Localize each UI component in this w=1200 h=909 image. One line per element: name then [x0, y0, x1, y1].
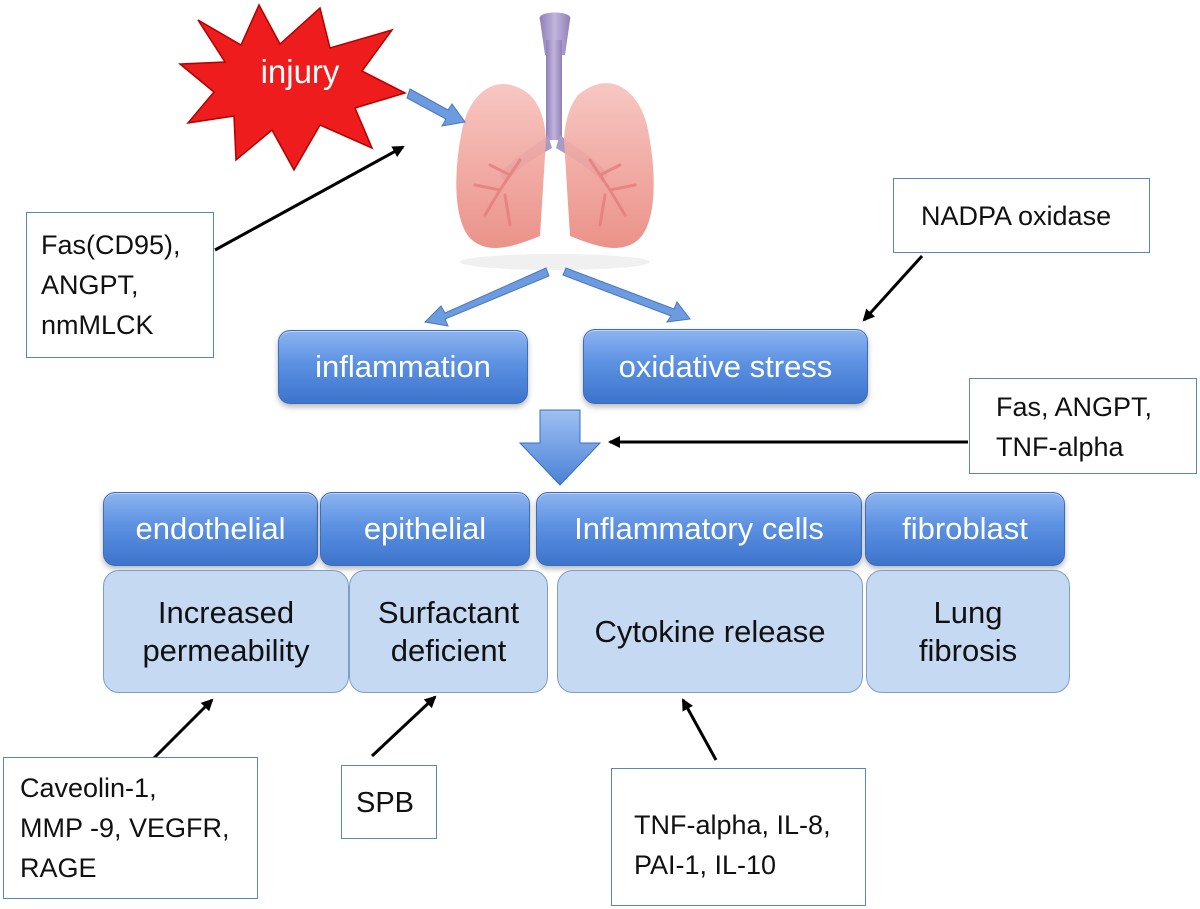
note-line: Caveolin-1,: [20, 773, 157, 803]
outcome-line: Lung: [933, 594, 1003, 630]
outcome-cytokine-release: Cytokine release: [557, 570, 863, 693]
note-line: RAGE: [20, 853, 97, 883]
note-line: MMP -9, VEGFR,: [20, 813, 230, 843]
note-fas-angpt-tnf: Fas, ANGPT, TNF-alpha: [969, 378, 1197, 474]
outcome-line: deficient: [390, 632, 507, 668]
starburst-icon: [178, 3, 408, 172]
injury-label: injury: [260, 53, 340, 90]
arrow-lungs-to-oxidative-stress: [562, 267, 691, 323]
note-line: SPB: [356, 787, 415, 819]
arrow-nadpa-to-oxidative: [862, 254, 924, 322]
outcome-line: Cytokine release: [594, 613, 826, 649]
note-line: Fas(CD95),: [41, 230, 181, 260]
outcome-lung-fibrosis: Lung fibrosis: [866, 570, 1070, 693]
outcome-line: permeability: [142, 632, 310, 668]
note-line: Fas, ANGPT,: [996, 392, 1153, 422]
note-caveolin: Caveolin-1, MMP -9, VEGFR, RAGE: [3, 757, 258, 899]
note-line: TNF-alpha: [996, 432, 1124, 462]
cell-type-endothelial: endothelial: [103, 492, 318, 566]
note-fas-cd95: Fas(CD95), ANGPT, nmMLCK: [26, 212, 214, 358]
arrow-tnf-to-cytokine: [681, 698, 718, 761]
cell-type-label: fibroblast: [902, 511, 1028, 546]
outcome-surfactant-deficient: Surfactant deficient: [349, 570, 548, 693]
outcome-increased-permeability: Increased permeability: [103, 570, 349, 693]
cell-type-inflammatory-cells: Inflammatory cells: [536, 492, 862, 566]
arrow-injury-to-lungs: [406, 88, 466, 127]
block-down-arrow-icon: [518, 409, 602, 486]
cell-type-label: epithelial: [363, 511, 487, 546]
note-line: ANGPT,: [41, 270, 139, 300]
arrow-lungs-to-inflammation: [423, 267, 550, 327]
cell-type-epithelial: epithelial: [320, 492, 530, 566]
lungs-icon: [456, 12, 654, 270]
cell-type-label: Inflammatory cells: [574, 511, 824, 546]
cell-type-label: endothelial: [135, 511, 286, 546]
note-spb: SPB: [341, 765, 437, 839]
note-line: TNF-alpha, IL-8,: [634, 810, 831, 840]
note-nadpa-oxidase: NADPA oxidase: [893, 178, 1150, 253]
outcome-line: Surfactant: [377, 594, 520, 630]
arrow-left-note-to-lungs: [214, 145, 405, 252]
arrow-spb-to-surfactant: [370, 695, 437, 758]
outcome-line: Increased: [157, 594, 295, 630]
oxidative-stress-label: oxidative stress: [618, 348, 833, 384]
arrow-caveolin-to-permeability: [150, 698, 214, 762]
note-tnf-il: TNF-alpha, IL-8, PAI-1, IL-10: [611, 768, 866, 906]
inflammation-box: inflammation: [278, 330, 528, 404]
note-line: NADPA oxidase: [921, 201, 1112, 231]
note-line: PAI-1, IL-10: [634, 850, 777, 880]
note-line: nmMLCK: [41, 310, 154, 340]
cell-type-fibroblast: fibroblast: [865, 492, 1065, 566]
outcome-line: fibrosis: [918, 632, 1018, 668]
oxidative-stress-box: oxidative stress: [583, 329, 868, 404]
inflammation-label: inflammation: [315, 349, 491, 384]
